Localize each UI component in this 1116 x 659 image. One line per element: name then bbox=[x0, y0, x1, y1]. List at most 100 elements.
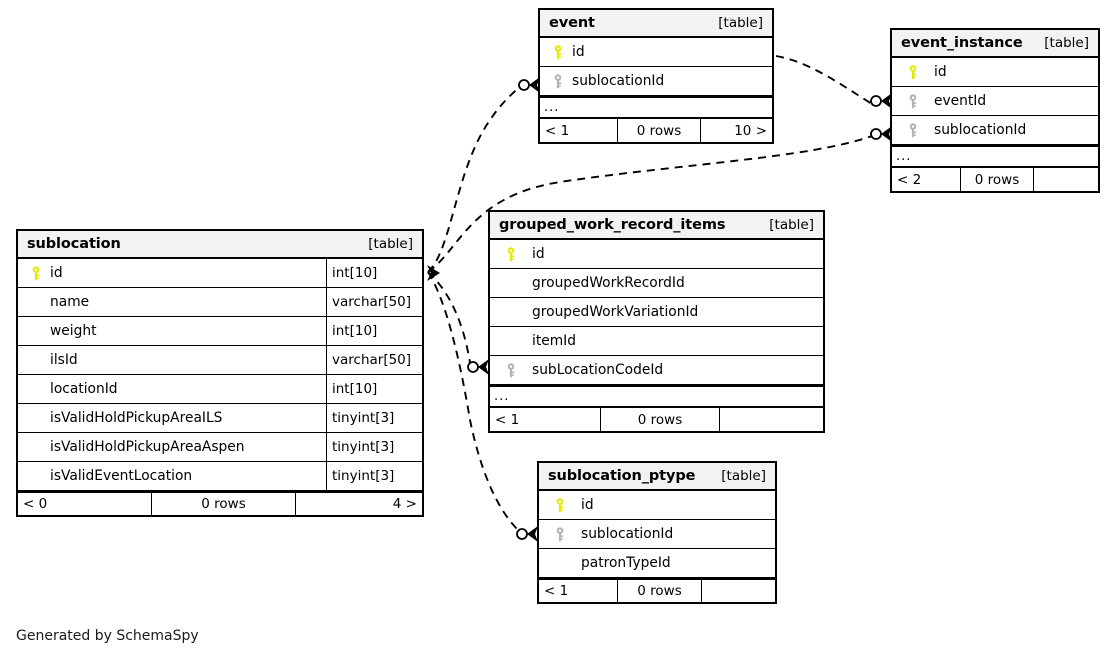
primary-key-icon bbox=[498, 246, 524, 262]
column-type-cell: varchar[50] bbox=[326, 346, 422, 374]
column-type: int[10] bbox=[332, 265, 378, 281]
column-name: groupedWorkRecordId bbox=[532, 275, 685, 291]
table-type-tag: [table] bbox=[721, 468, 766, 484]
footer-child-count bbox=[1034, 168, 1098, 191]
column-name: groupedWorkVariationId bbox=[532, 304, 699, 320]
table-type-tag: [table] bbox=[368, 236, 413, 252]
column-name: isValidHoldPickupAreaILS bbox=[50, 410, 223, 426]
footer-row-count: 0 rows bbox=[151, 493, 296, 515]
column-row[interactable]: sublocationId bbox=[539, 520, 775, 549]
column-row[interactable]: weight int[10] bbox=[18, 317, 422, 346]
column-row[interactable]: sublocationId bbox=[892, 116, 1098, 145]
column-row[interactable]: name varchar[50] bbox=[18, 288, 422, 317]
column-type-cell: int[10] bbox=[326, 375, 422, 403]
column-row[interactable]: subLocationCodeId bbox=[490, 356, 823, 385]
footer-row-count: 0 rows bbox=[617, 580, 702, 602]
column-row[interactable]: id bbox=[490, 240, 823, 269]
table-header-sublocation: sublocation [table] bbox=[18, 231, 422, 259]
cardinality-marker bbox=[870, 126, 892, 142]
foreign-key-icon bbox=[498, 362, 524, 378]
column-row[interactable]: isValidHoldPickupAreaAspen tinyint[3] bbox=[18, 433, 422, 462]
primary-key-icon bbox=[547, 497, 573, 513]
column-type: int[10] bbox=[332, 381, 378, 397]
column-name: weight bbox=[50, 323, 97, 339]
table-title: sublocation bbox=[27, 236, 121, 252]
foreign-key-icon bbox=[900, 93, 926, 109]
table-footer-sublocation_ptype: < 1 0 rows bbox=[539, 578, 775, 602]
footer-parent-count: < 1 bbox=[495, 411, 520, 428]
footer-row-count: 0 rows bbox=[600, 408, 720, 431]
column-row[interactable]: sublocationId bbox=[540, 67, 772, 96]
column-row[interactable]: id int[10] bbox=[18, 259, 422, 288]
more-columns-indicator: ... bbox=[540, 96, 772, 118]
column-name: sublocationId bbox=[581, 526, 674, 542]
column-name-cell: itemId bbox=[490, 327, 823, 355]
column-row[interactable]: id bbox=[892, 58, 1098, 87]
column-name: isValidHoldPickupAreaAspen bbox=[50, 439, 245, 455]
column-name-cell: weight bbox=[18, 317, 326, 345]
footer-child-count: 10 > bbox=[734, 122, 767, 139]
column-type: varchar[50] bbox=[332, 294, 412, 310]
table-type-tag: [table] bbox=[769, 217, 814, 233]
column-name: id bbox=[934, 64, 947, 80]
column-name-cell: id bbox=[18, 259, 326, 287]
column-name-cell: patronTypeId bbox=[539, 549, 775, 577]
column-row[interactable]: eventId bbox=[892, 87, 1098, 116]
column-name-cell: id bbox=[539, 491, 775, 519]
column-name: eventId bbox=[934, 93, 987, 109]
column-name: patronTypeId bbox=[581, 555, 671, 571]
column-name-cell: ilsId bbox=[18, 346, 326, 374]
table-title: sublocation_ptype bbox=[548, 468, 696, 484]
column-name-cell: subLocationCodeId bbox=[490, 356, 823, 384]
column-name-cell: id bbox=[892, 58, 1098, 86]
table-sublocation[interactable]: sublocation [table] id int[10] name varchar[5… bbox=[16, 229, 424, 517]
column-type-cell: varchar[50] bbox=[326, 288, 422, 316]
column-type: tinyint[3] bbox=[332, 439, 395, 455]
table-event_instance[interactable]: event_instance [table] id eventId sublocatio… bbox=[890, 28, 1100, 193]
footer-parent-count: < 1 bbox=[544, 583, 569, 599]
column-name-cell: sublocationId bbox=[539, 520, 775, 548]
primary-key-icon bbox=[26, 265, 46, 281]
column-type-cell: tinyint[3] bbox=[326, 462, 422, 490]
column-name: sublocationId bbox=[934, 122, 1027, 138]
column-type: int[10] bbox=[332, 323, 378, 339]
column-name-cell: sublocationId bbox=[540, 67, 772, 95]
table-type-tag: [table] bbox=[718, 15, 763, 31]
column-type-cell: int[10] bbox=[326, 259, 422, 287]
table-title: event bbox=[549, 15, 595, 31]
more-columns-indicator: ... bbox=[490, 385, 823, 407]
table-header-event_instance: event_instance [table] bbox=[892, 30, 1098, 58]
column-name-cell: locationId bbox=[18, 375, 326, 403]
column-name: isValidEventLocation bbox=[50, 468, 193, 484]
column-row[interactable]: patronTypeId bbox=[539, 549, 775, 578]
column-name-cell: name bbox=[18, 288, 326, 316]
column-name: id bbox=[50, 265, 63, 281]
footer-child-count bbox=[702, 580, 775, 602]
table-grouped_work_record_items[interactable]: grouped_work_record_items[table]id groupe… bbox=[488, 210, 825, 433]
more-columns-indicator: ... bbox=[892, 145, 1098, 167]
column-row[interactable]: id bbox=[539, 491, 775, 520]
table-header-event: event [table] bbox=[540, 10, 772, 38]
column-row[interactable]: groupedWorkVariationId bbox=[490, 298, 823, 327]
table-sublocation_ptype[interactable]: sublocation_ptype [table] id sublocationId p… bbox=[537, 461, 777, 604]
column-row[interactable]: itemId bbox=[490, 327, 823, 356]
column-row[interactable]: isValidEventLocation tinyint[3] bbox=[18, 462, 422, 491]
column-row[interactable]: id bbox=[540, 38, 772, 67]
column-name-cell: isValidHoldPickupAreaAspen bbox=[18, 433, 326, 461]
schemaspy-credit: Generated by SchemaSpy bbox=[16, 628, 199, 644]
cardinality-marker bbox=[467, 359, 489, 375]
table-title: event_instance bbox=[901, 35, 1023, 51]
table-type-tag: [table] bbox=[1044, 35, 1089, 51]
cardinality-marker bbox=[516, 526, 538, 542]
column-row[interactable]: locationId int[10] bbox=[18, 375, 422, 404]
column-name: sublocationId bbox=[572, 73, 665, 89]
column-row[interactable]: groupedWorkRecordId bbox=[490, 269, 823, 298]
table-header-grouped_work_record_items: grouped_work_record_items[table] bbox=[490, 212, 823, 240]
column-name-cell: id bbox=[490, 240, 823, 268]
foreign-key-icon bbox=[547, 526, 573, 542]
